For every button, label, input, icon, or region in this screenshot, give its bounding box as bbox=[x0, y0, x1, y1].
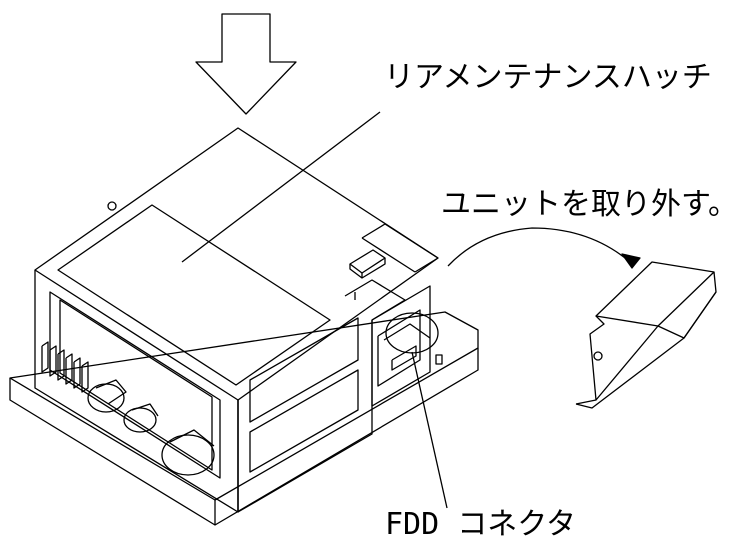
rear-maintenance-hatch-label: リアメンテナンスハッチ bbox=[384, 60, 712, 95]
rear-maintenance-hatch bbox=[57, 204, 331, 386]
front-panel bbox=[41, 291, 221, 479]
main-housing bbox=[34, 127, 439, 513]
fdd-bay bbox=[371, 285, 439, 407]
remove-unit-label: ユニットを取り外す。 bbox=[441, 187, 738, 222]
hatch-leader-line bbox=[181, 111, 381, 263]
right-face-slots bbox=[237, 317, 359, 512]
fdd-connector-label: FDD コネクタ bbox=[385, 507, 577, 542]
base-plate bbox=[9, 311, 479, 526]
removal-arrow-icon bbox=[447, 227, 631, 267]
removed-unit bbox=[575, 261, 717, 409]
push-down-arrow-icon bbox=[195, 13, 297, 115]
fdd-leader-line bbox=[411, 351, 448, 509]
